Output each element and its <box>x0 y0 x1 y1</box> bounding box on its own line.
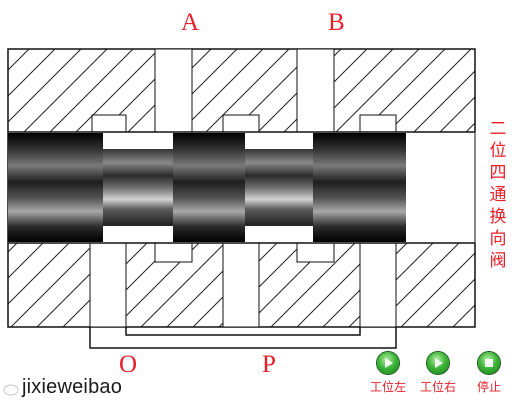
stop-button[interactable] <box>478 352 500 374</box>
control-left-position[interactable]: 工位左 <box>364 352 412 394</box>
stop-label: 停止 <box>476 380 501 394</box>
play-icon <box>385 358 393 368</box>
control-stop[interactable]: 停止 <box>465 352 513 394</box>
port-p-label: P <box>262 351 276 378</box>
spool <box>8 133 406 242</box>
control-right-position[interactable]: 工位右 <box>414 352 462 394</box>
left-position-label: 工位左 <box>369 380 406 394</box>
watermark-text: jixieweibao <box>22 376 123 398</box>
right-position-label: 工位右 <box>419 380 456 394</box>
stop-icon <box>485 359 493 367</box>
left-position-button[interactable] <box>377 352 399 374</box>
watermark-logo-icon <box>3 384 19 396</box>
port-b-label: B <box>328 9 345 36</box>
play-icon <box>435 358 443 368</box>
valve-title: 二位四通换向阀 <box>489 119 507 271</box>
port-a-label: A <box>181 9 200 36</box>
port-o-label: O <box>119 351 138 378</box>
return-passage <box>89 327 397 349</box>
right-position-button[interactable] <box>427 352 449 374</box>
